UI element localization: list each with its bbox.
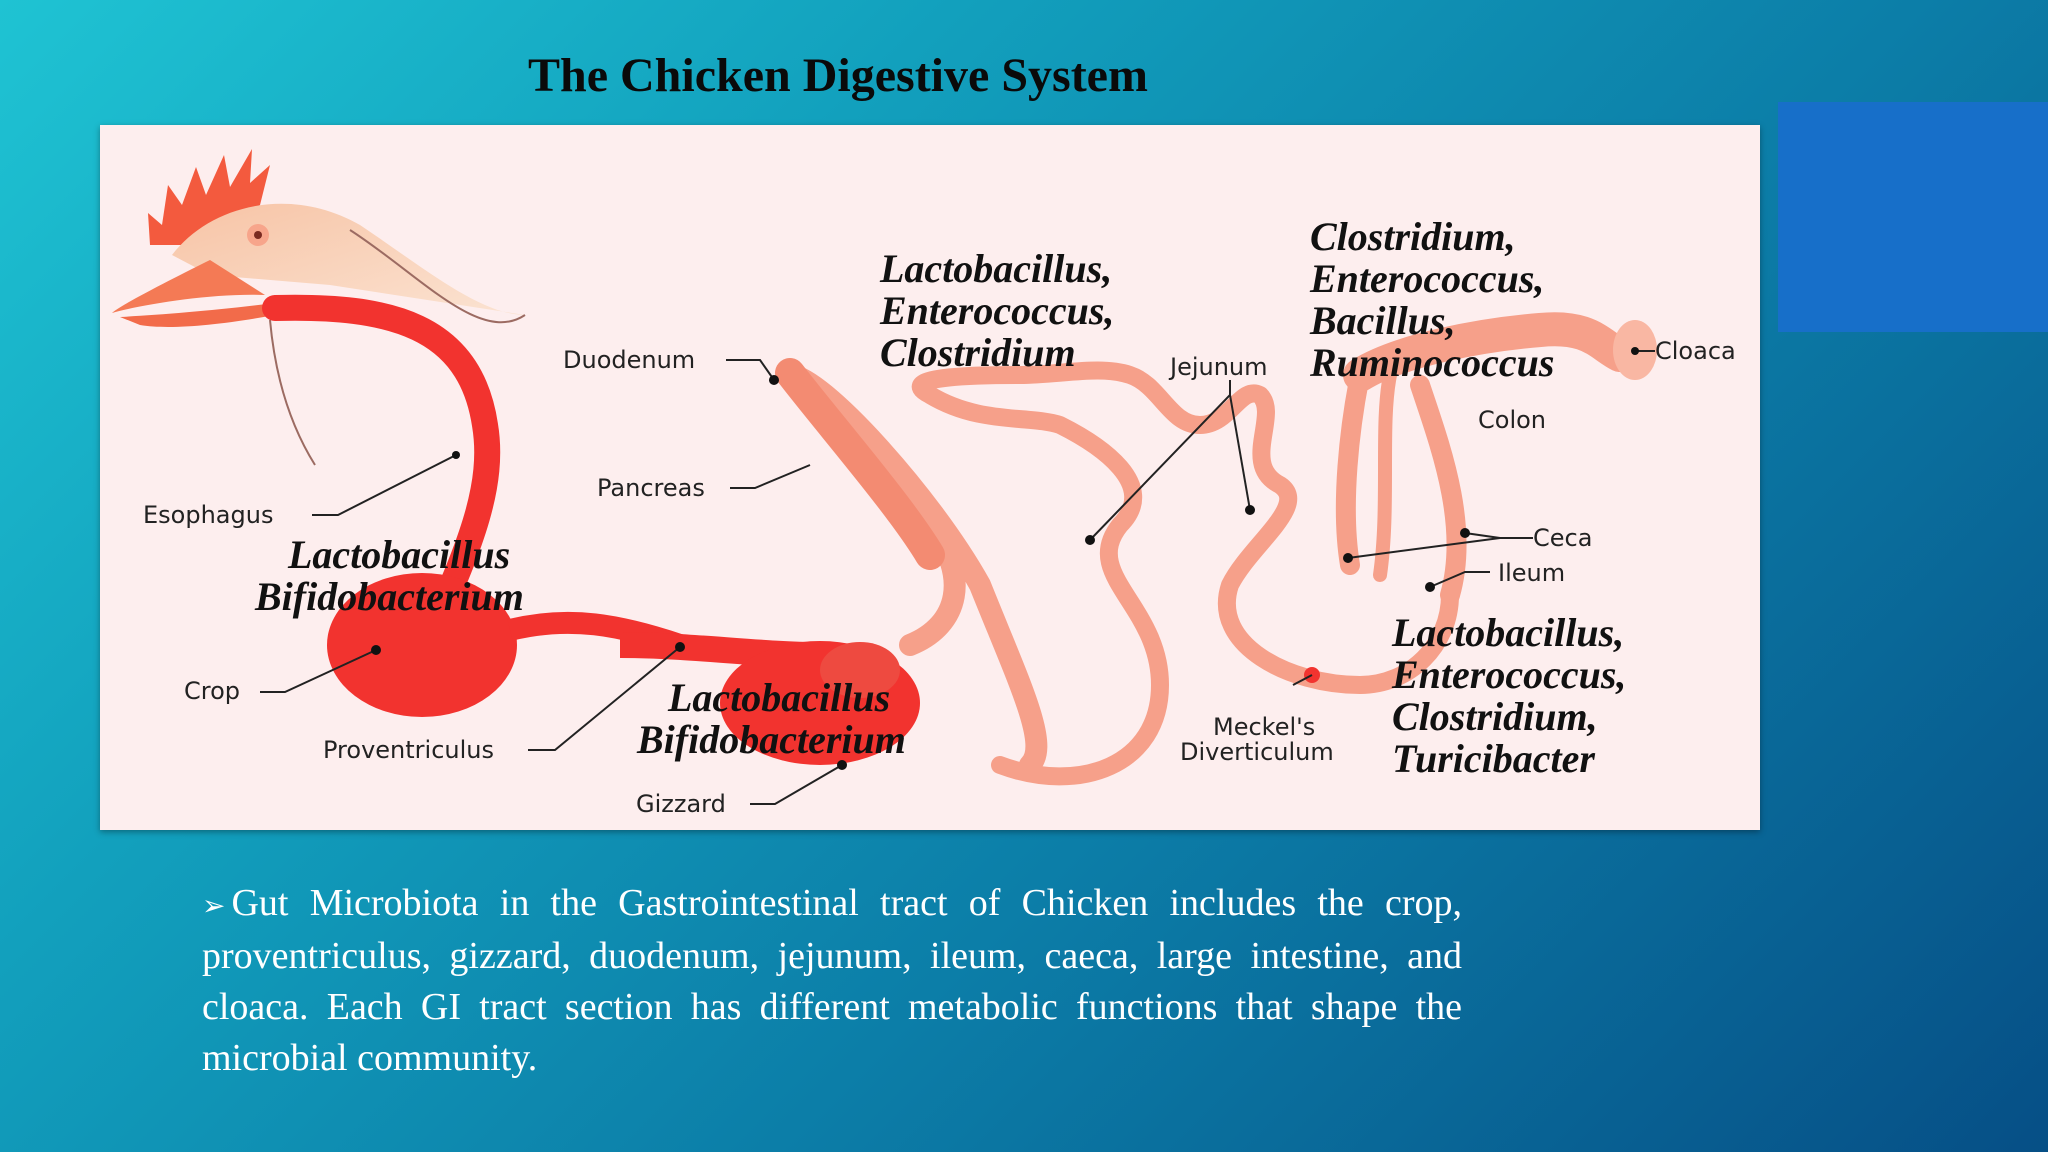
lower-digestive-tract — [775, 312, 1657, 786]
bacteria-ceca-1: Clostridium, — [1310, 214, 1516, 259]
label-meckels-line2: Diverticulum — [1180, 738, 1334, 766]
wattle-line — [269, 319, 316, 466]
bacteria-ceca: Clostridium, Enterococcus, Bacillus, Rum… — [1309, 214, 1554, 385]
label-pancreas: Pancreas — [597, 474, 705, 502]
label-ileum: Ileum — [1498, 559, 1565, 587]
bacteria-crop-1: Lactobacillus — [287, 532, 510, 577]
bacteria-gizzard: Lactobacillus Bifidobacterium — [636, 675, 906, 762]
upper-digestive-tract — [262, 294, 920, 765]
slide-title: The Chicken Digestive System — [528, 49, 1148, 102]
bacteria-small-intestine-3: Clostridium — [880, 330, 1076, 375]
bullet-text: Gut Microbiota in the Gastrointestinal t… — [202, 882, 1462, 1079]
label-proventriculus: Proventriculus — [323, 736, 494, 764]
pancreas-shape — [775, 358, 945, 570]
label-esophagus: Esophagus — [143, 501, 273, 529]
bacteria-ceca-2: Enterococcus, — [1309, 256, 1544, 301]
bacteria-ceca-4: Ruminococcus — [1309, 340, 1554, 385]
chicken-head-illustration — [112, 149, 526, 466]
upper-beak — [112, 260, 265, 313]
label-duodenum: Duodenum — [563, 346, 695, 374]
bacteria-ileum-3: Clostridium, — [1392, 694, 1598, 739]
lower-beak — [120, 303, 275, 327]
label-cloaca: Cloaca — [1655, 337, 1736, 365]
label-jejunum: Jejunum — [1168, 353, 1268, 381]
bacteria-small-intestine-2: Enterococcus, — [879, 288, 1114, 333]
label-crop: Crop — [184, 677, 240, 705]
bacteria-ileum-4: Turicibacter — [1392, 736, 1595, 781]
bacteria-ileum-1: Lactobacillus, — [1391, 610, 1624, 655]
bacteria-crop-2: Bifidobacterium — [254, 574, 524, 619]
label-gizzard: Gizzard — [636, 790, 726, 818]
bacteria-ileum-2: Enterococcus, — [1391, 652, 1626, 697]
ceca-right-shape — [1410, 375, 1467, 605]
neck-outline — [349, 229, 526, 324]
diagram-svg: Esophagus Crop Proventriculus Gizzard Du… — [112, 149, 1736, 818]
bacteria-small-intestine-1: Lactobacillus, — [879, 246, 1112, 291]
bacteria-ceca-3: Bacillus, — [1309, 298, 1456, 343]
bacteria-gizzard-2: Bifidobacterium — [636, 717, 906, 762]
bacteria-crop: Lactobacillus Bifidobacterium — [254, 532, 524, 619]
bullet-arrow-icon: ➢ — [202, 889, 226, 922]
colon-shape — [1343, 312, 1637, 392]
bacteria-ileum: Lactobacillus, Enterococcus, Clostridium… — [1391, 610, 1626, 781]
ceca-mid-shape — [1373, 368, 1397, 582]
accent-block — [1778, 102, 2048, 332]
leader-lines — [260, 350, 1655, 805]
crop-shape — [327, 573, 517, 717]
bullet-paragraph: ➢Gut Microbiota in the Gastrointestinal … — [202, 878, 1462, 1084]
label-colon: Colon — [1478, 406, 1546, 434]
jejunum-ileum-shape — [911, 361, 1459, 786]
esophagus-shape — [262, 294, 501, 638]
label-meckels-line1: Meckel's — [1213, 713, 1315, 741]
bacteria-gizzard-1: Lactobacillus — [667, 675, 890, 720]
ceca-left-shape — [1335, 365, 1370, 575]
digestive-system-diagram: Esophagus Crop Proventriculus Gizzard Du… — [100, 125, 1760, 830]
leader-dots — [371, 347, 1639, 770]
bacteria-small-intestine: Lactobacillus, Enterococcus, Clostridium — [879, 246, 1114, 375]
label-ceca: Ceca — [1533, 524, 1592, 552]
